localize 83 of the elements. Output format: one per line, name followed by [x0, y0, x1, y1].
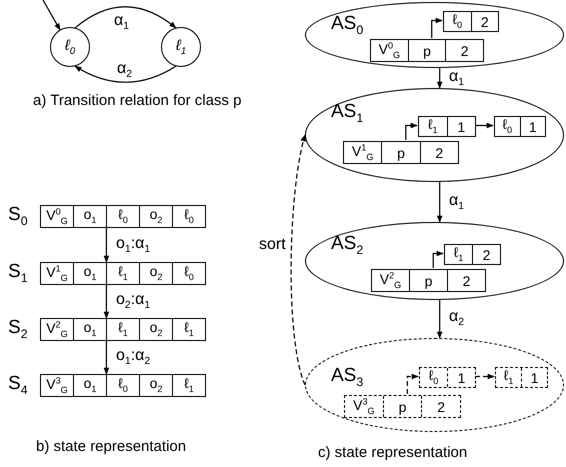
- state-vector: [40, 262, 206, 285]
- state-ellipse: [305, 338, 564, 432]
- record-field: o$_{2}$: [139, 375, 172, 396]
- state-circle: ℓ$_{0}$: [50, 27, 90, 67]
- record-field: ℓ$_{1}$: [172, 319, 205, 340]
- arrow: [42, 0, 61, 30]
- record-field: ℓ$_{0}$: [420, 366, 447, 390]
- record-field: ℓ$_{1}$: [106, 263, 139, 284]
- record-field: p: [382, 396, 422, 417]
- state-vector: [40, 318, 206, 341]
- arrow: [436, 300, 442, 339]
- record-field: 1: [521, 368, 547, 387]
- state-ellipse: [305, 88, 564, 182]
- arrow: [104, 285, 110, 319]
- record-field: 2: [472, 245, 500, 264]
- arrow: [432, 250, 444, 268]
- record-field: 2: [470, 12, 498, 31]
- arrow: [104, 228, 110, 263]
- arrow: [74, 66, 176, 83]
- record-field: 2: [421, 396, 460, 417]
- arrow: [436, 182, 442, 223]
- record-field: ℓ$_{1}$: [496, 366, 521, 390]
- state-vector: [40, 205, 206, 228]
- record-field: o$_{2}$: [139, 206, 172, 227]
- arrow: [475, 122, 494, 128]
- record: [443, 11, 499, 32]
- record-field: 1: [520, 117, 545, 136]
- record-field: ℓ$_{0}$: [106, 375, 139, 396]
- record: [371, 269, 486, 292]
- state-name: S$_{4}$: [8, 373, 28, 397]
- record: [370, 39, 484, 62]
- arrow: [74, 6, 176, 28]
- arrow: [104, 341, 110, 375]
- record: [494, 116, 546, 137]
- record-field: 1: [447, 368, 475, 387]
- record-field: p: [381, 142, 420, 163]
- state-title: AS$_{2}$: [331, 233, 364, 257]
- arrow: [290, 134, 306, 386]
- record-field: o$_{1}$: [73, 206, 106, 227]
- record-field: o$_{1}$: [73, 375, 106, 396]
- record-field: 1: [446, 117, 475, 136]
- arrow: [436, 68, 442, 89]
- caption: a) Transition relation for class p: [33, 92, 242, 109]
- record-field: o$_{1}$: [73, 319, 106, 340]
- state-ellipse: [305, 222, 564, 300]
- record: [418, 116, 476, 137]
- caption: c) state representation: [318, 444, 468, 461]
- state-title: AS$_{1}$: [331, 101, 364, 125]
- record-field: ℓ$_{1}$: [445, 242, 472, 266]
- state-vector: [40, 374, 206, 397]
- state-name: S$_{1}$: [8, 261, 28, 285]
- record: [444, 244, 501, 265]
- state-name: S$_{0}$: [8, 204, 28, 228]
- record-field: ℓ$_{0}$: [495, 114, 520, 138]
- record-field: ℓ$_{0}$: [444, 10, 470, 34]
- state-ellipse: [305, 2, 564, 68]
- arrow: [406, 374, 419, 394]
- state-title: AS$_{3}$: [331, 365, 364, 389]
- record-field: ℓ$_{1}$: [419, 114, 446, 138]
- arrow: [405, 122, 418, 140]
- record: [344, 395, 461, 418]
- record-field: 2: [420, 142, 458, 163]
- record-field: ℓ$_{1}$: [106, 319, 139, 340]
- record: [419, 367, 476, 388]
- state-circle: ℓ$_{1}$: [161, 27, 201, 67]
- state-title: AS$_{0}$: [331, 13, 364, 37]
- record-field: o$_{1}$: [73, 263, 106, 284]
- arrow: [475, 374, 495, 380]
- record-field: p: [408, 40, 446, 61]
- record-field: 2: [445, 40, 484, 61]
- record-field: ℓ$_{0}$: [172, 263, 205, 284]
- record-field: o$_{2}$: [139, 319, 172, 340]
- state-name: S$_{2}$: [8, 317, 28, 341]
- record-field: p: [409, 270, 447, 291]
- record-field: ℓ$_{0}$: [172, 206, 205, 227]
- record-field: 2: [447, 270, 485, 291]
- record-field: ℓ$_{0}$: [106, 206, 139, 227]
- record: [495, 367, 548, 388]
- record: [343, 141, 459, 164]
- arrow: [431, 18, 443, 38]
- caption: b) state representation: [36, 438, 186, 455]
- record-field: o$_{2}$: [139, 263, 172, 284]
- record-field: ℓ$_{1}$: [172, 375, 205, 396]
